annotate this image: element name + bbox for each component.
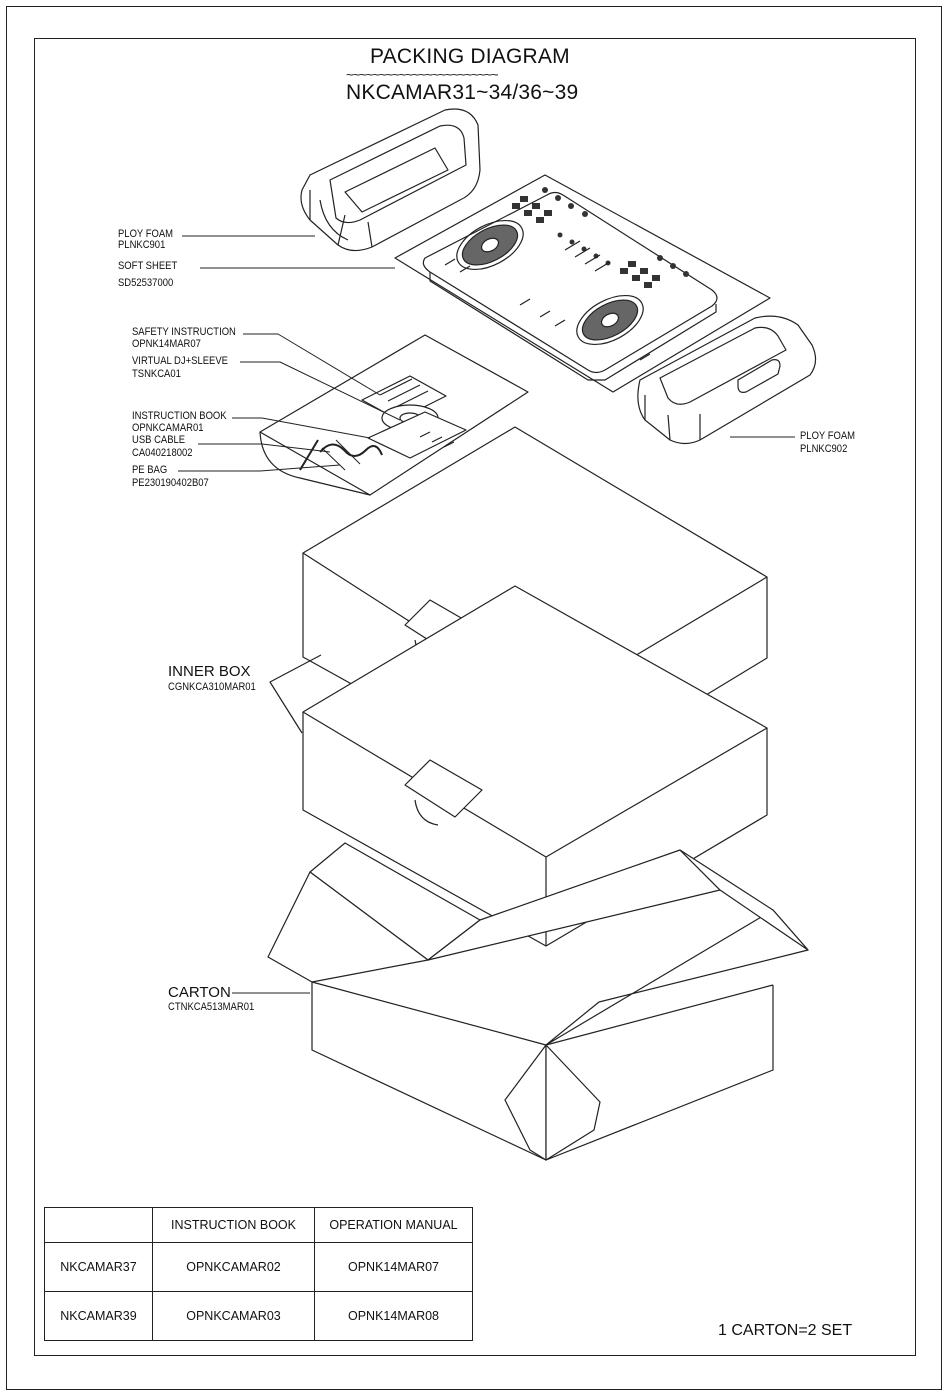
table-header-cell: OPERATION MANUAL [314,1207,473,1243]
usb-cable-code: CA040218002 [132,447,193,459]
pe-bag-code: PE230190402B07 [132,477,209,489]
instruction-book-code: OPNKCAMAR01 [132,422,204,434]
poly-foam-right-code: PLNKC902 [800,443,848,455]
inner-box-bottom-drawing [302,585,768,947]
dj-controller-drawing [422,187,718,381]
poly-foam-right-drawing [637,315,817,445]
table-header-cell [44,1207,153,1243]
model-parts-table: INSTRUCTION BOOK OPERATION MANUAL NKCAMA… [44,1207,473,1341]
inner-box-label: INNER BOX [168,663,251,680]
poly-foam-right-label: PLOY FOAM [800,430,856,442]
virtual-dj-code: TSNKCA01 [132,368,181,380]
table-cell: NKCAMAR37 [44,1242,153,1292]
inner-box-code: CGNKCA310MAR01 [168,681,256,693]
safety-instruction-code: OPNK14MAR07 [132,338,201,350]
soft-sheet-label: SOFT SHEET [118,260,178,272]
carton-label: CARTON [168,984,231,1001]
pe-bag-label: PE BAG [132,464,168,476]
diagram-title: PACKING DIAGRAM [370,45,570,68]
carton-quantity-note: 1 CARTON=2 SET [718,1322,853,1339]
poly-foam-left-label: PLOY FOAM [118,228,174,240]
drawing-frame [34,38,916,1356]
title-underline: ~~~~~~~~~~~~~~~~~~~~~~~ [346,67,499,82]
leader-lines [178,235,795,994]
usb-cable-label: USB CABLE [132,434,186,446]
safety-instruction-label: SAFETY INSTRUCTION [132,326,236,338]
table-cell: OPNK14MAR08 [314,1291,473,1341]
page-border [6,6,942,1390]
table-cell: NKCAMAR39 [44,1291,153,1341]
virtual-dj-label: VIRTUAL DJ+SLEEVE [132,355,228,367]
soft-sheet-code: SD52537000 [118,277,174,289]
carton-code: CTNKCA513MAR01 [168,1001,255,1013]
table-row: NKCAMAR39 OPNKCAMAR03 OPNK14MAR08 [44,1291,473,1341]
table-cell: OPNKCAMAR02 [152,1242,315,1292]
table-header-cell: INSTRUCTION BOOK [152,1207,315,1243]
poly-foam-left-drawing [300,108,481,252]
carton-drawing [267,842,809,1161]
poly-foam-left-code: PLNKC901 [118,239,166,251]
table-cell: OPNKCAMAR03 [152,1291,315,1341]
table-row: NKCAMAR37 OPNKCAMAR02 OPNK14MAR07 [44,1242,473,1292]
inner-box-leader [269,654,322,734]
instruction-book-label: INSTRUCTION BOOK [132,410,227,422]
table-cell: OPNK14MAR07 [314,1242,473,1292]
model-range: NKCAMAR31~34/36~39 [346,81,579,104]
table-header-row: INSTRUCTION BOOK OPERATION MANUAL [44,1207,473,1243]
